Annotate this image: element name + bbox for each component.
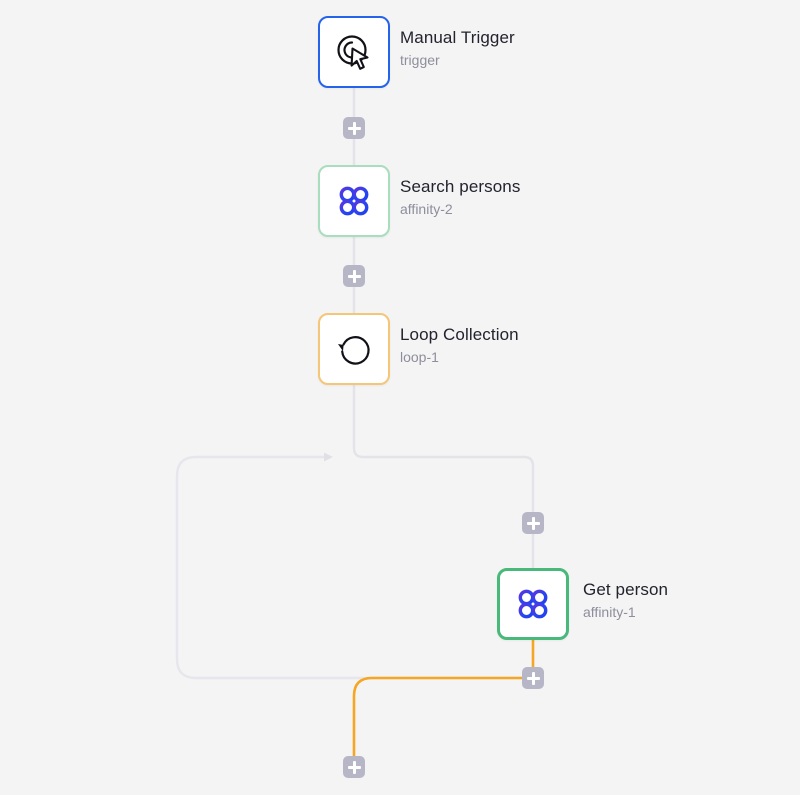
node-label-search-persons: Search persons affinity-2 xyxy=(400,178,520,216)
node-subtitle: affinity-2 xyxy=(400,201,453,217)
node-label-get-person: Get person affinity-1 xyxy=(583,581,668,619)
plus-icon xyxy=(352,760,356,774)
edge-loop-to-get-person xyxy=(352,383,535,570)
node-title: Loop Collection xyxy=(400,325,519,344)
add-node-button-after-get-person[interactable] xyxy=(522,667,544,689)
node-manual-trigger[interactable] xyxy=(318,16,390,88)
node-label-manual-trigger: Manual Trigger trigger xyxy=(400,29,515,67)
plus-icon xyxy=(531,516,535,530)
node-title: Search persons xyxy=(400,177,521,196)
affinity-icon xyxy=(518,589,548,619)
plus-icon xyxy=(352,121,356,135)
edge-get-person-to-loop-output xyxy=(352,638,535,758)
cursor-click-icon xyxy=(337,35,369,70)
node-title: Manual Trigger xyxy=(400,28,515,47)
add-node-button-before-get-person[interactable] xyxy=(522,512,544,534)
add-node-button-after-trigger[interactable] xyxy=(343,117,365,139)
add-node-button-loop-output[interactable] xyxy=(343,756,365,778)
node-subtitle: trigger xyxy=(400,52,440,68)
plus-icon xyxy=(352,269,356,283)
node-title: Get person xyxy=(583,580,669,599)
loop-rotate-icon xyxy=(338,336,370,365)
node-label-loop-collection: Loop Collection loop-1 xyxy=(400,326,519,364)
edge-loop-back xyxy=(175,452,535,680)
node-subtitle: affinity-1 xyxy=(583,604,636,620)
node-search-persons[interactable] xyxy=(318,165,390,237)
affinity-icon xyxy=(339,186,369,216)
node-subtitle: loop-1 xyxy=(400,349,439,365)
node-loop-collection[interactable] xyxy=(318,313,390,385)
plus-icon xyxy=(531,671,535,685)
add-node-button-after-search-persons[interactable] xyxy=(343,265,365,287)
node-get-person[interactable] xyxy=(497,568,569,640)
